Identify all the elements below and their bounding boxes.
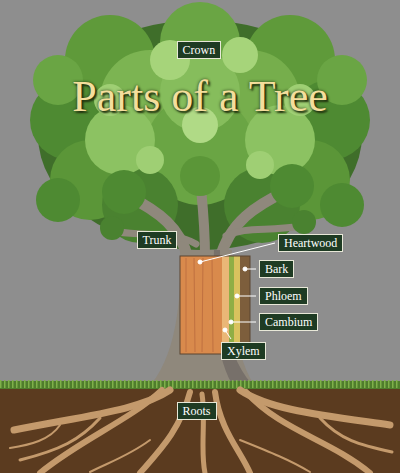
trunk-cutaway — [180, 256, 250, 354]
cambium-layer — [229, 256, 234, 354]
part-label: Crown — [177, 41, 222, 59]
leader-dot — [198, 260, 202, 264]
foliage — [100, 216, 124, 240]
heartwood — [180, 256, 222, 354]
root — [246, 392, 370, 473]
ground — [0, 381, 400, 473]
part-label: Heartwood — [278, 234, 343, 252]
trunk — [146, 250, 258, 390]
part-label: Roots — [177, 402, 217, 420]
title: Parts of a Tree — [0, 72, 400, 122]
phloem-layer — [234, 256, 240, 354]
foliage-highlight — [222, 37, 258, 73]
part-label: Xylem — [221, 342, 266, 360]
label-text: Roots — [183, 404, 211, 418]
root — [14, 390, 170, 430]
grass-blades — [0, 380, 400, 388]
foliage — [180, 156, 220, 196]
foliage — [36, 178, 80, 222]
part-label: Trunk — [137, 231, 178, 249]
foliage-highlight — [136, 146, 164, 174]
root — [90, 440, 150, 472]
soil — [0, 386, 400, 473]
foreground-foliage — [100, 156, 316, 240]
root — [10, 425, 60, 448]
foliage — [270, 164, 314, 208]
foliage-highlight — [246, 151, 274, 179]
foliage — [320, 183, 364, 227]
root — [240, 440, 310, 472]
root — [215, 392, 250, 473]
foliage — [102, 170, 146, 214]
wood-grain — [186, 258, 213, 352]
label-text: Cambium — [265, 315, 312, 329]
label-text: Bark — [265, 262, 288, 276]
label-text: Phloem — [265, 289, 302, 303]
roots — [10, 390, 392, 473]
grass — [0, 381, 400, 389]
bark-layer — [240, 256, 250, 354]
leader-dot — [235, 294, 239, 298]
label-text: Xylem — [227, 344, 260, 358]
label-text: Heartwood — [284, 236, 337, 250]
part-label: Bark — [259, 260, 294, 278]
leader-line — [231, 322, 256, 323]
part-label: Phloem — [259, 287, 308, 305]
root — [320, 418, 392, 452]
label-text: Trunk — [143, 233, 172, 247]
xylem-layer — [222, 256, 229, 354]
leader-dot — [223, 328, 227, 332]
leader-line — [237, 296, 256, 297]
leader-dot — [243, 267, 247, 271]
trunk-and-branches — [118, 178, 300, 390]
foliage — [292, 210, 316, 234]
leader-dot — [229, 320, 233, 324]
cutaway-edge — [180, 256, 250, 354]
root — [40, 390, 162, 473]
part-label: Cambium — [259, 313, 318, 331]
label-text: Crown — [183, 43, 216, 57]
